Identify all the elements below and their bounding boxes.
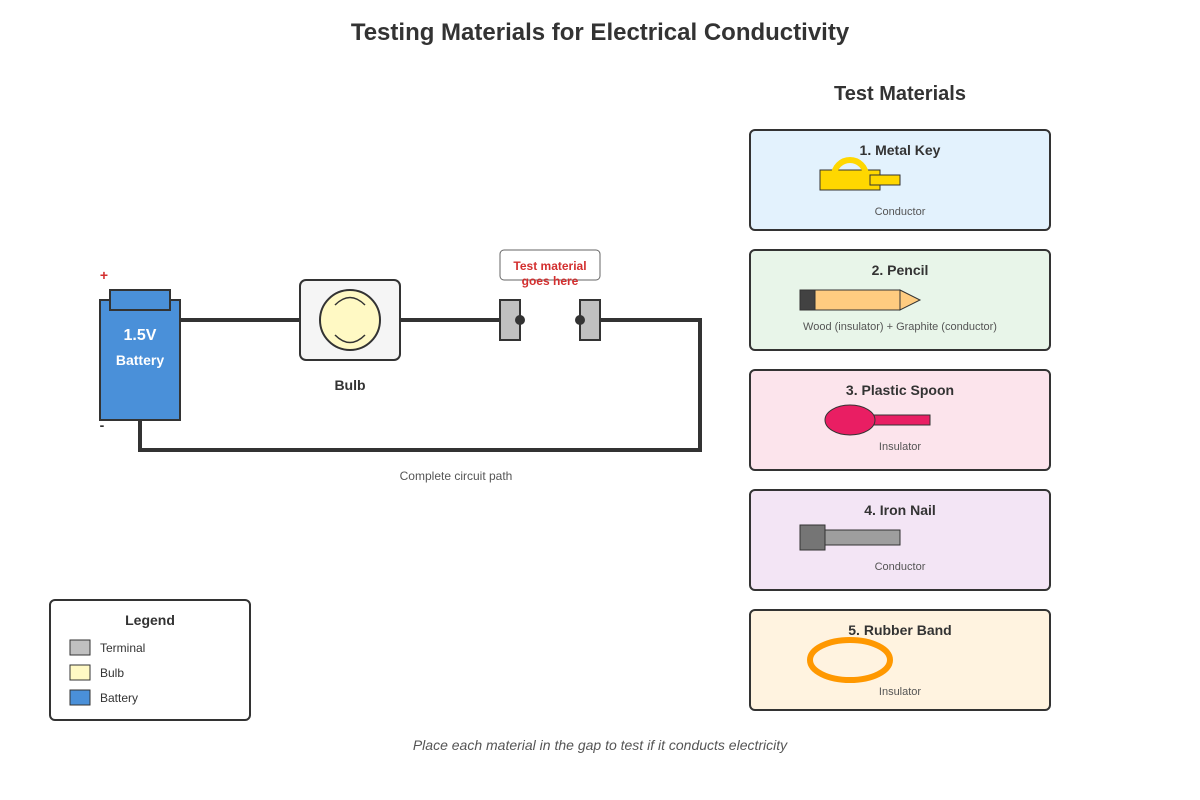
material-result: Insulator <box>879 686 922 698</box>
material-card-rubber-band: 5. Rubber Band Insulator <box>749 609 1051 711</box>
legend-label-battery: Battery <box>100 691 138 705</box>
nail-icon <box>799 524 901 551</box>
legend-title: Legend <box>125 612 175 628</box>
battery-plus-sign: + <box>100 267 108 283</box>
material-name: 1. Metal Key <box>860 142 941 158</box>
spoon-icon <box>824 404 931 436</box>
rubber-band-icon <box>807 637 893 683</box>
terminal-right-contact <box>575 315 585 325</box>
legend-label-terminal: Terminal <box>100 641 145 655</box>
gap-callout-line-2: goes here <box>522 274 579 288</box>
material-name: 5. Rubber Band <box>848 622 951 638</box>
material-result: Conductor <box>875 561 926 573</box>
circuit: + - 1.5V Battery Bulb Test material goes… <box>99 249 702 483</box>
battery-voltage: 1.5V <box>124 327 157 344</box>
battery: + - 1.5V Battery <box>99 267 181 433</box>
material-result: Wood (insulator) + Graphite (conductor) <box>803 321 997 333</box>
material-name: 3. Plastic Spoon <box>846 382 954 398</box>
bulb: Bulb <box>299 279 401 393</box>
material-card-plastic-spoon: 3. Plastic Spoon Insulator <box>749 369 1051 471</box>
bulb-glass <box>319 289 381 351</box>
legend-swatch-battery <box>69 689 91 706</box>
material-card-pencil: 2. Pencil Wood (insulator) + Graphite (c… <box>749 249 1051 351</box>
pencil-icon <box>799 289 922 311</box>
terminal-left-contact <box>515 315 525 325</box>
legend-swatch-terminal <box>69 639 91 656</box>
material-name: 4. Iron Nail <box>864 502 936 518</box>
material-card-bg <box>749 609 1051 711</box>
battery-cap <box>109 289 171 311</box>
material-card-metal-key: 1. Metal Key Conductor <box>749 129 1051 231</box>
gap-callout-line-1: Test material <box>513 259 586 273</box>
circuit-path-label: Complete circuit path <box>400 469 513 483</box>
legend-box <box>49 599 251 721</box>
bulb-filament-bottom <box>334 334 366 344</box>
material-result: Insulator <box>879 441 922 453</box>
materials-heading: Test Materials <box>834 83 966 105</box>
material-name: 2. Pencil <box>872 262 929 278</box>
material-result: Conductor <box>875 206 926 218</box>
gap-callout-box <box>499 249 601 281</box>
key-icon <box>819 157 901 191</box>
bulb-label: Bulb <box>334 377 365 393</box>
material-card-iron-nail: 4. Iron Nail Conductor <box>749 489 1051 591</box>
legend-swatch-bulb <box>69 664 91 681</box>
battery-body <box>99 299 181 421</box>
wire-return-path <box>138 318 702 452</box>
battery-minus-sign: - <box>100 417 105 433</box>
page-title: Testing Materials for Electrical Conduct… <box>351 19 850 46</box>
test-gap: Test material goes here <box>499 249 601 341</box>
footer-note: Place each material in the gap to test i… <box>413 737 788 753</box>
legend-label-bulb: Bulb <box>100 666 124 680</box>
battery-label: Battery <box>116 352 164 368</box>
legend: Legend Terminal Bulb Battery <box>49 599 251 721</box>
bulb-filament-top <box>334 296 366 306</box>
